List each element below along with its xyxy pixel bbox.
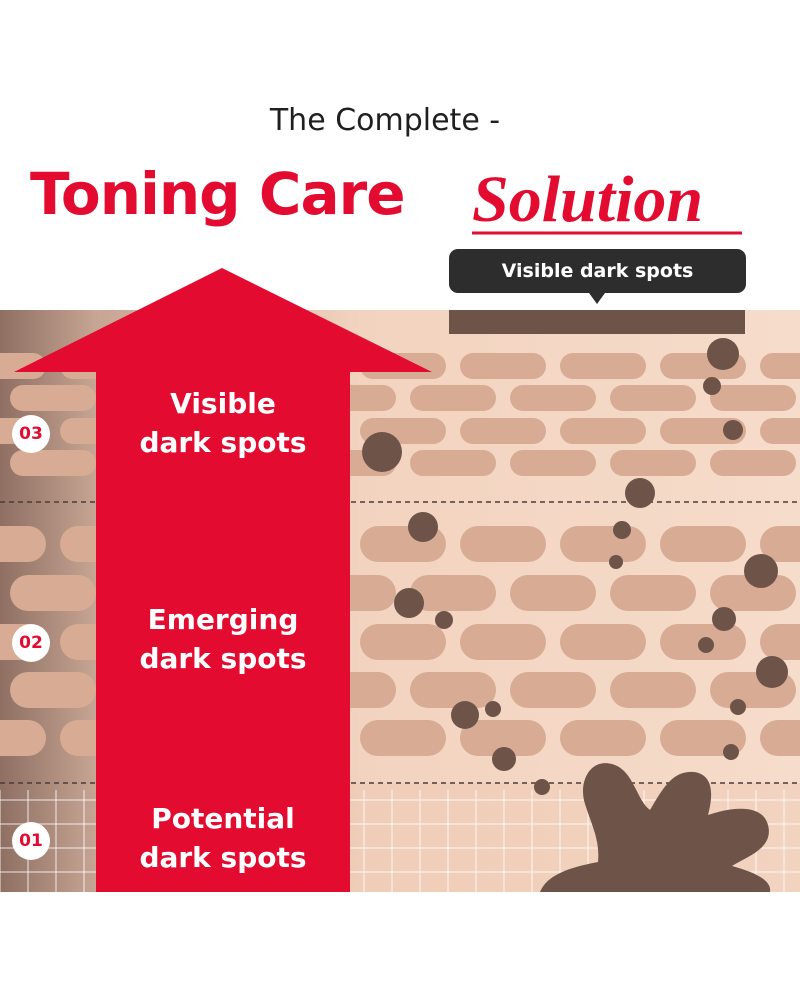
skin-cell — [0, 720, 46, 756]
skin-cell — [10, 575, 96, 611]
dark-spot-icon — [625, 478, 655, 508]
dark-spot-icon — [756, 656, 788, 688]
dark-spot-icon — [362, 432, 402, 472]
dark-spot-icon — [394, 588, 424, 618]
skin-cell — [10, 450, 96, 476]
surface-spot-bar — [449, 310, 745, 334]
pigment-splash-icon — [540, 763, 771, 892]
title-kicker: The Complete - — [269, 103, 501, 138]
stage-label-potential-line1: Potential — [151, 802, 295, 835]
skin-cell — [10, 672, 96, 708]
skin-cell — [560, 624, 646, 660]
skin-cell — [360, 720, 446, 756]
callout-label: Visible dark spots — [501, 260, 694, 282]
skin-cell — [710, 450, 796, 476]
skin-cell — [510, 672, 596, 708]
skin-cell — [460, 624, 546, 660]
dark-spot-icon — [723, 420, 743, 440]
dark-spot-icon — [609, 555, 623, 569]
skin-cell — [760, 720, 800, 756]
dark-spot-icon — [707, 338, 739, 370]
stage-label-emerging-line2: dark spots — [139, 642, 307, 675]
skin-cell — [610, 672, 696, 708]
skin-cell — [710, 385, 796, 411]
stage-label-visible: Visible dark spots — [96, 384, 350, 462]
skin-cell — [460, 353, 546, 379]
skin-cell — [0, 353, 46, 379]
stage-number-03: 03 — [19, 424, 43, 444]
skin-cell — [760, 624, 800, 660]
skin-cell — [760, 353, 800, 379]
dark-spot-icon — [534, 779, 550, 795]
skin-cell — [660, 526, 746, 562]
dark-spot-icon — [698, 637, 714, 653]
skin-cell — [460, 720, 546, 756]
skin-cell — [610, 385, 696, 411]
skin-cell — [760, 526, 800, 562]
skin-cell — [610, 450, 696, 476]
stage-badge-01 — [12, 822, 50, 860]
dark-spot-icon — [723, 744, 739, 760]
skin-cell — [560, 526, 646, 562]
callout-bubble — [449, 249, 746, 293]
dark-spot-icon — [703, 377, 721, 395]
dark-spot-icon — [485, 701, 501, 717]
skin-cell — [410, 385, 496, 411]
skin-cell — [410, 575, 496, 611]
callout-pointer — [589, 293, 605, 304]
stage-badge-03 — [12, 415, 50, 453]
dark-spot-icon — [744, 554, 778, 588]
dark-spot-icon — [492, 747, 516, 771]
skin-cell — [560, 720, 646, 756]
dark-spot-icon — [435, 611, 453, 629]
skin-cell — [10, 385, 96, 411]
dark-spot-icon — [408, 512, 438, 542]
dark-spots — [362, 338, 788, 795]
title-main: Toning Care — [30, 160, 406, 228]
skin-cell — [410, 672, 496, 708]
up-arrow-icon — [14, 268, 432, 892]
skin-cell — [410, 450, 496, 476]
dark-spot-icon — [712, 607, 736, 631]
stage-label-potential-line2: dark spots — [139, 841, 307, 874]
skin-cell — [560, 418, 646, 444]
skin-cell — [660, 418, 746, 444]
skin-cell — [760, 418, 800, 444]
skin-cell — [460, 526, 546, 562]
stage-number-02: 02 — [19, 633, 43, 653]
skin-cell — [0, 526, 46, 562]
skin-cell — [660, 720, 746, 756]
stage-label-potential: Potential dark spots — [96, 799, 350, 877]
stage-badge-02 — [12, 624, 50, 662]
skin-cell — [560, 353, 646, 379]
dark-spot-icon — [730, 699, 746, 715]
dark-spot-icon — [613, 521, 631, 539]
stage-label-visible-line1: Visible — [170, 387, 276, 420]
skin-cell — [510, 450, 596, 476]
title-accent: Solution — [472, 163, 704, 236]
stage-number-01: 01 — [19, 831, 43, 851]
skin-cell — [460, 418, 546, 444]
stage-label-visible-line2: dark spots — [139, 426, 307, 459]
skin-cell — [510, 385, 596, 411]
skin-cell — [360, 624, 446, 660]
stage-label-emerging-line1: Emerging — [147, 603, 299, 636]
stage-label-emerging: Emerging dark spots — [96, 600, 350, 678]
skin-cell — [510, 575, 596, 611]
skin-cell — [710, 575, 796, 611]
dark-spot-icon — [451, 701, 479, 729]
skin-cell — [610, 575, 696, 611]
